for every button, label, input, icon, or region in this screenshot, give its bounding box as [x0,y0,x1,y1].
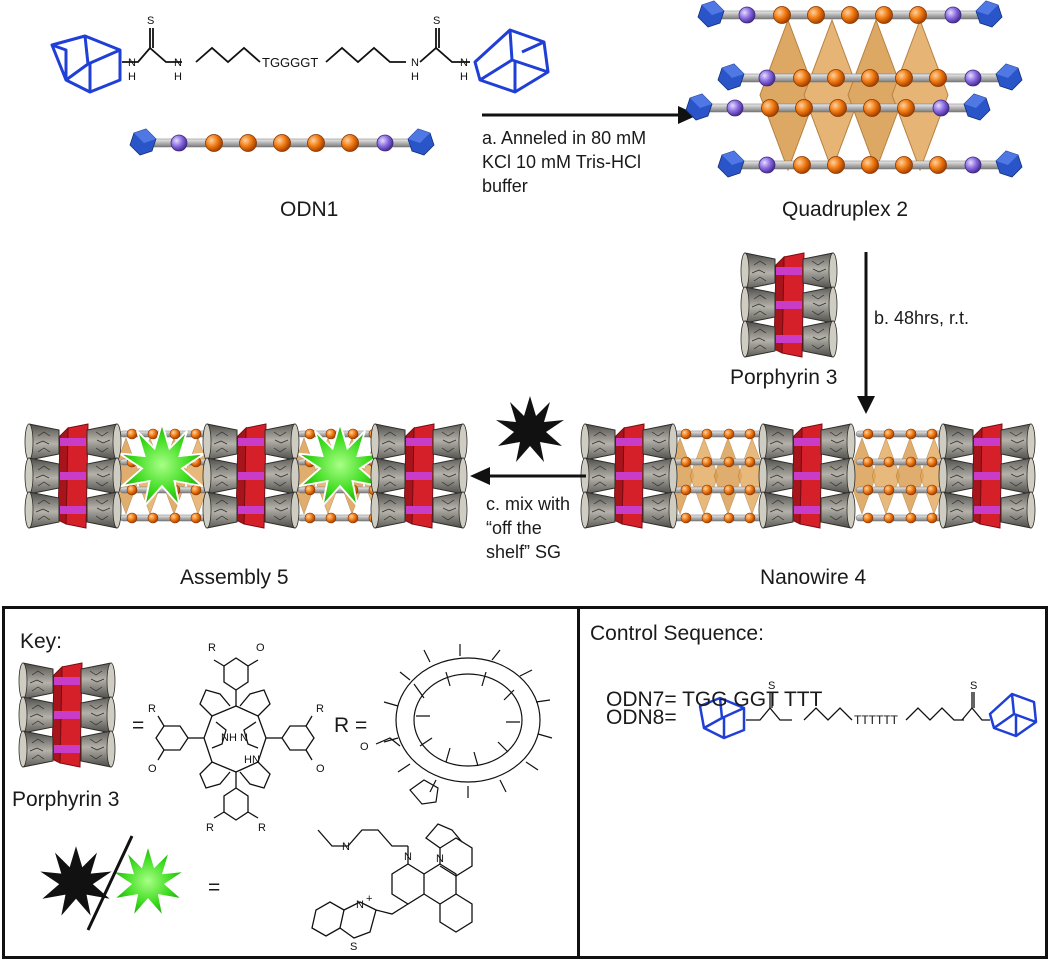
r-equals-label: R = [334,714,368,737]
left-or-top-label: R [148,703,156,715]
h-label-1: H [128,71,136,83]
step-b-conditions: b. 48hrs, r.t. [874,308,970,328]
quadruplex-2-graphic [685,0,1023,178]
key-porphyrin-label: Porphyrin 3 [12,788,120,811]
odn1-label: ODN1 [280,198,339,221]
odn8-s-right: S [970,680,977,692]
pyrrole-hn-label: HN [244,754,260,766]
pyrrole-nh-label: NH [221,732,237,744]
key-panel-border [2,606,580,959]
pyrrole-n-label-right: N [240,732,248,744]
h-label-4: H [460,71,468,83]
dye-n-plus-label: + [366,893,372,905]
key-equals-2: = [208,876,221,899]
key-title: Key: [20,630,63,653]
sg-off-star-icon [496,396,564,462]
odn7-line: ODN7= TGG GGT TTT [606,688,823,711]
h-label-3: H [411,71,419,83]
thio-s-label-left: S [147,15,154,27]
dye-n-label-1: N [342,841,350,853]
step-a-conditions: a. Anneled in 80 mM KCl 10 mM Tris-HCl b… [482,128,647,196]
bottom-or-right-label: R [258,822,266,834]
nh-label-3: N [411,57,419,69]
odn8-sequence: TTTTTT [854,713,899,727]
cyclodextrin-structure [375,644,553,805]
thio-s-label-right: S [433,15,440,27]
odn1-strand [129,128,435,156]
nh-label-2: N [174,57,182,69]
porphyrin-3-graphic [741,253,837,357]
odn8-prefix: ODN8= [606,706,677,729]
arrow-c [470,467,586,485]
sg-dye-structure [311,823,473,939]
dye-n-label-4: N [356,899,364,911]
r-linker-o-label: O [360,741,369,753]
right-or-bottom-label: O [316,763,325,775]
quadruplex-2-label: Quadruplex 2 [782,198,909,221]
arrow-a [482,106,698,124]
assembly-5-graphic [25,422,467,529]
nh-label-1: N [128,57,136,69]
porphyrin-structure [155,657,315,821]
odn8-molecule: S S TTTTTT [698,680,1038,740]
left-or-bottom-label: O [148,763,157,775]
porphyrin-3-label: Porphyrin 3 [730,366,838,389]
dye-n-label-3: N [436,853,444,865]
arrow-b [857,252,875,414]
control-title: Control Sequence: [590,622,764,645]
assembly-5-label: Assembly 5 [180,566,289,589]
key-equals-1: = [132,714,145,737]
right-or-top-label: R [316,703,324,715]
top-or-left-label: R [208,642,216,654]
control-panel-border [577,606,1048,959]
odn8-s-left: S [768,680,775,692]
odn1-sequence: TGGGGT [262,55,318,70]
top-or-right-label: O [256,642,265,654]
nanowire-4-label: Nanowire 4 [760,566,867,589]
step-c-conditions: c. mix with “off the shelf” SG [486,494,571,562]
dye-n-label-2: N [404,851,412,863]
adamantane-left-icon [50,34,122,94]
nanowire-4-graphic [581,424,1035,528]
odn1-molecule: S N H N H TGGGGT S N H N H [50,15,550,94]
sg-key-icons [40,835,185,931]
nh-label-4: N [460,57,468,69]
h-label-2: H [174,71,182,83]
adamantane-right-icon [473,28,550,94]
dye-s-label: S [350,941,357,953]
bottom-or-left-label: R [206,822,214,834]
